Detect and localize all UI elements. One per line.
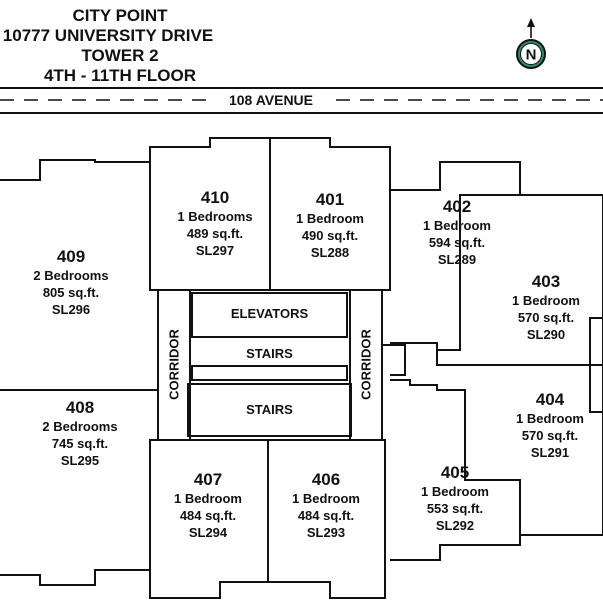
stairs-upper-box — [191, 365, 348, 381]
corridor-link-left — [382, 344, 406, 376]
tower-name: TOWER 2 — [81, 46, 159, 65]
corridor-left-label: CORRIDOR — [166, 329, 182, 400]
stairs-lower-label: STAIRS — [246, 402, 293, 417]
stairs-upper-label: STAIRS — [246, 346, 293, 361]
unit-area: 490 sq.ft. — [301, 228, 359, 243]
unit-area: 594 sq.ft. — [428, 235, 486, 250]
unit-403-label: 403 1 Bedroom 570 sq.ft. SL290 — [486, 272, 603, 343]
unit-bedrooms: 1 Bedroom — [421, 484, 489, 499]
unit-number: 405 — [440, 463, 470, 482]
elevators-box — [191, 292, 348, 338]
unit-strata-lot: SL291 — [530, 445, 570, 460]
unit-strata-lot: SL292 — [435, 518, 475, 533]
unit-area: 553 sq.ft. — [426, 501, 484, 516]
unit-bedrooms: 1 Bedrooms — [177, 209, 253, 224]
unit-405-outline — [390, 379, 521, 561]
unit-408-label: 408 2 Bedrooms 745 sq.ft. SL295 — [20, 398, 140, 469]
unit-strata-lot: SL297 — [195, 243, 235, 258]
unit-bedrooms: 2 Bedrooms — [42, 419, 118, 434]
unit-bedrooms: 1 Bedroom — [296, 211, 364, 226]
unit-404-balcony — [589, 364, 603, 413]
unit-bedrooms: 1 Bedroom — [174, 491, 242, 506]
unit-strata-lot: SL293 — [306, 525, 346, 540]
unit-strata-lot: SL295 — [60, 453, 100, 468]
unit-strata-lot: SL296 — [51, 302, 91, 317]
corridor-right-label: CORRIDOR — [358, 329, 374, 400]
unit-area: 570 sq.ft. — [521, 428, 579, 443]
unit-area: 805 sq.ft. — [42, 285, 100, 300]
unit-number: 406 — [311, 470, 341, 489]
unit-number: 402 — [442, 197, 472, 216]
unit-number: 410 — [200, 188, 230, 207]
unit-strata-lot: SL289 — [437, 252, 477, 267]
unit-410-label: 410 1 Bedrooms 489 sq.ft. SL297 — [155, 188, 275, 259]
unit-407-label: 407 1 Bedroom 484 sq.ft. SL294 — [148, 470, 268, 541]
unit-402-label: 402 1 Bedroom 594 sq.ft. SL289 — [397, 197, 517, 268]
building-address: 10777 UNIVERSITY DRIVE — [2, 26, 214, 45]
floor-range: 4TH - 11TH FLOOR — [43, 66, 197, 85]
unit-area: 745 sq.ft. — [51, 436, 109, 451]
unit-405-label: 405 1 Bedroom 553 sq.ft. SL292 — [395, 463, 515, 534]
unit-area: 489 sq.ft. — [186, 226, 244, 241]
corridor-right-box — [349, 289, 383, 441]
elevators-label: ELEVATORS — [230, 306, 309, 321]
unit-404-label: 404 1 Bedroom 570 sq.ft. SL291 — [490, 390, 603, 461]
unit-bedrooms: 1 Bedroom — [512, 293, 580, 308]
unit-strata-lot: SL290 — [526, 327, 566, 342]
unit-number: 409 — [56, 247, 86, 266]
stairs-lower-box — [187, 383, 352, 437]
building-name: CITY POINT — [72, 6, 168, 25]
unit-number: 403 — [531, 272, 561, 291]
unit-area: 484 sq.ft. — [297, 508, 355, 523]
unit-bedrooms: 1 Bedroom — [516, 411, 584, 426]
unit-number: 401 — [315, 190, 345, 209]
compass-letter: N — [526, 47, 537, 64]
unit-bedrooms: 2 Bedrooms — [33, 268, 109, 283]
unit-number: 404 — [535, 390, 565, 409]
unit-bedrooms: 1 Bedroom — [292, 491, 360, 506]
street-label: 108 AVENUE — [216, 91, 326, 109]
north-arrow-icon: N — [516, 18, 546, 69]
unit-401-label: 401 1 Bedroom 490 sq.ft. SL288 — [270, 190, 390, 261]
unit-number: 408 — [65, 398, 95, 417]
unit-area: 570 sq.ft. — [517, 310, 575, 325]
unit-402-outline — [390, 161, 521, 351]
unit-strata-lot: SL288 — [310, 245, 350, 260]
unit-bedrooms: 1 Bedroom — [423, 218, 491, 233]
unit-409-label: 409 2 Bedrooms 805 sq.ft. SL296 — [11, 247, 131, 318]
unit-406-label: 406 1 Bedroom 484 sq.ft. SL293 — [266, 470, 386, 541]
unit-number: 407 — [193, 470, 223, 489]
unit-strata-lot: SL294 — [188, 525, 228, 540]
unit-area: 484 sq.ft. — [179, 508, 237, 523]
